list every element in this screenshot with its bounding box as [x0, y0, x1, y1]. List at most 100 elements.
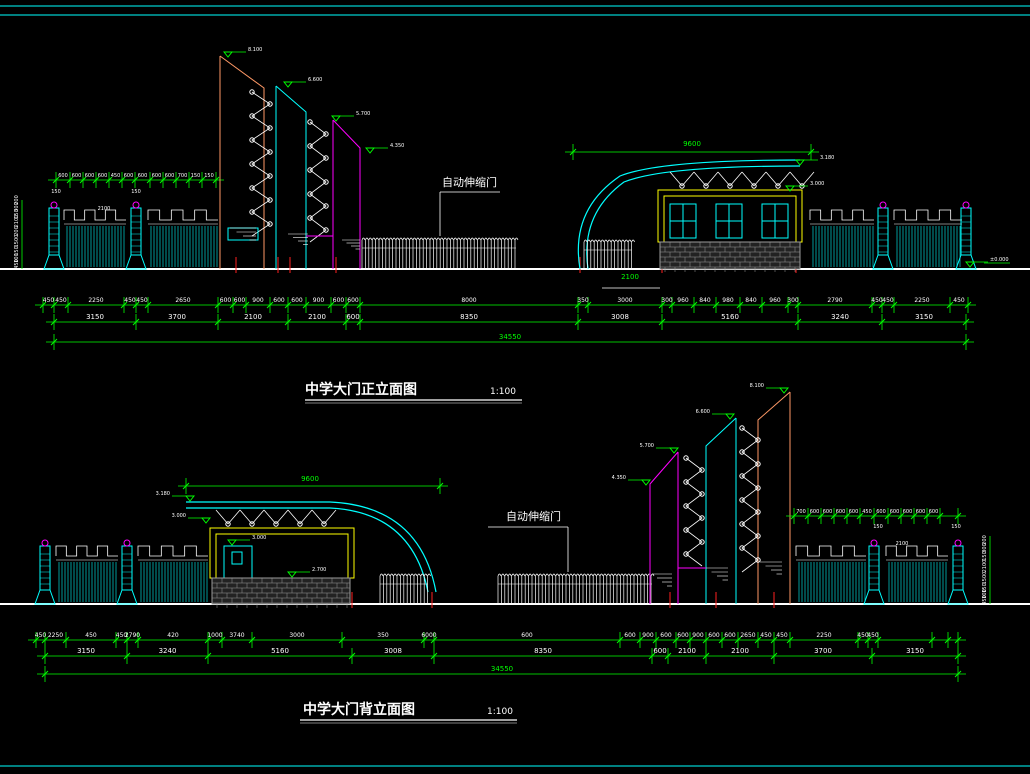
dimension-label: 600	[291, 297, 303, 304]
sliding-gate-bar	[477, 237, 481, 269]
dimension-label: 6000	[421, 632, 436, 639]
fence-top-outline	[137, 545, 208, 557]
sliding-gate-bar	[589, 573, 594, 604]
dimension-tick	[686, 636, 694, 644]
sliding-gate-bar	[593, 239, 598, 269]
sliding-gate-bar	[378, 237, 383, 269]
dimension-tick	[436, 482, 444, 490]
truss-node	[703, 183, 709, 189]
ornament-ball	[755, 509, 761, 515]
dimension-label: 700	[178, 173, 188, 179]
ornament-ball	[699, 515, 705, 521]
fence-top-outline	[795, 545, 866, 557]
ornament-ball	[249, 137, 255, 143]
column-base	[43, 254, 65, 270]
dimension-tick	[50, 318, 58, 326]
dimension-label: 450	[136, 297, 148, 304]
sliding-gate-bar	[409, 237, 413, 269]
dimension-tick	[212, 176, 220, 184]
ornament-zigzag	[741, 427, 759, 573]
sliding-gate-bar	[396, 573, 401, 604]
dimension-label: 450	[55, 297, 67, 304]
ornament-ball	[739, 497, 745, 503]
dimension-label: 3700	[168, 313, 186, 321]
dimension-tick	[690, 301, 698, 309]
sliding-gate-bar	[429, 237, 434, 269]
dimension-label: 600	[890, 509, 900, 515]
sliding-gate-bar	[623, 573, 628, 604]
sliding-gate-bar	[389, 573, 394, 604]
sliding-gate-bar	[400, 573, 404, 604]
dimension-tick	[954, 636, 962, 644]
dimension-tick	[356, 318, 364, 326]
sliding-gate-bar	[399, 237, 403, 269]
ornament-ball	[307, 167, 313, 173]
dimension-label: 150	[204, 173, 214, 179]
dimension-label: 350	[577, 297, 589, 304]
sliding-gate-bar	[587, 239, 591, 269]
fence-top-outline	[63, 209, 126, 221]
elevation-label: 4.350	[612, 475, 626, 481]
dimension-tick	[962, 318, 970, 326]
ornament-ball	[739, 545, 745, 551]
column-base	[34, 589, 56, 605]
elevation-label: 3.180	[156, 491, 170, 497]
dimension-tick	[954, 512, 962, 520]
truss-member	[669, 171, 683, 187]
sliding-gate-bar	[375, 237, 379, 269]
sliding-gate-bar	[386, 573, 391, 604]
dimension-label: 2250	[816, 632, 831, 639]
dimension-label: 8350	[460, 313, 478, 321]
sliding-gate-bar	[450, 237, 454, 269]
dimension-tick	[50, 301, 58, 309]
dimension-tick	[204, 636, 212, 644]
dimension-tick	[420, 636, 428, 644]
sliding-gate-bar	[501, 237, 505, 269]
sliding-gate-bar	[393, 573, 397, 604]
dimension-tick	[132, 318, 140, 326]
truss-member	[263, 509, 277, 525]
truss-member	[227, 509, 241, 525]
sliding-gate-bar	[443, 237, 447, 269]
dimension-tick	[248, 636, 256, 644]
sliding-gate-bar	[385, 237, 390, 269]
column-base	[872, 254, 894, 270]
dimension-label: 2100	[678, 647, 696, 655]
column-ball	[870, 539, 878, 547]
truss-member	[717, 171, 731, 187]
dimension-tick	[39, 301, 47, 309]
dimension-label: 600	[929, 509, 939, 515]
dimension-tick	[890, 301, 898, 309]
ornament-ball	[267, 197, 273, 203]
truss-node	[321, 521, 327, 527]
sliding-gate-bar	[371, 237, 376, 269]
dimension-tick	[868, 301, 876, 309]
dimension-label: 450	[953, 297, 965, 304]
dimension-label: 2790	[827, 297, 842, 304]
dimension-label: 2650	[175, 297, 190, 304]
sliding-gate-bar	[583, 239, 588, 269]
elevation-label: 8.100	[750, 383, 764, 389]
dimension-tick	[868, 652, 876, 660]
vertical-dimension-label: 1500	[14, 235, 20, 248]
dimension-tick	[702, 652, 710, 660]
dimension-tick	[146, 176, 154, 184]
dimension-label: 2100	[98, 206, 111, 212]
truss-member	[287, 509, 301, 525]
truss-member	[777, 171, 791, 187]
back-title: 中学大门背立面图	[303, 701, 415, 718]
ornament-ball	[683, 455, 689, 461]
dimension-label: 600	[85, 173, 95, 179]
sliding-gate-bar	[518, 573, 522, 604]
ornament-ball	[683, 503, 689, 509]
dimension-label: 600	[58, 173, 68, 179]
dimension-tick	[864, 636, 872, 644]
dimension-tick	[348, 652, 356, 660]
dimension-label: 2250	[48, 632, 63, 639]
dimension-tick	[105, 176, 113, 184]
column-base	[125, 254, 147, 270]
sliding-gate-bar	[484, 237, 488, 269]
sliding-gate-bar	[507, 237, 512, 269]
dimension-tick	[946, 301, 954, 309]
